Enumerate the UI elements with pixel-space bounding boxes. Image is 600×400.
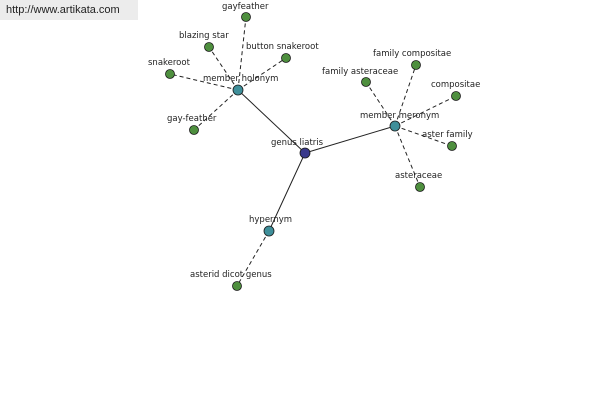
graph-edges <box>169 16 457 287</box>
edge-holonym-blazing <box>208 46 239 91</box>
node-holonym[interactable] <box>232 84 244 96</box>
node-meronym[interactable] <box>389 120 401 132</box>
node-compositae[interactable] <box>451 91 461 101</box>
graph-labels: genus liatris member holonym member merony… <box>148 2 480 280</box>
edge-genus-meronym <box>304 125 396 154</box>
node-label-meronym[interactable]: member meronym <box>360 111 439 121</box>
node-gayfeather[interactable] <box>241 12 251 22</box>
edge-holonym-gayfeather2 <box>193 89 239 131</box>
node-button[interactable] <box>281 53 291 63</box>
edge-holonym-gayfeather <box>237 16 247 91</box>
edge-holonym-button <box>237 57 287 91</box>
node-famcomp[interactable] <box>411 60 421 70</box>
edge-meronym-famcomp <box>394 64 417 127</box>
node-label-genus[interactable]: genus liatris <box>271 138 324 148</box>
node-famast[interactable] <box>361 77 371 87</box>
watermark-url[interactable]: http://www.artikata.com <box>0 0 138 20</box>
node-label-holonym[interactable]: member holonym <box>203 74 278 84</box>
node-asterid[interactable] <box>232 281 242 291</box>
edge-genus-holonym <box>237 89 306 154</box>
node-asteraceae[interactable] <box>415 182 425 192</box>
edge-meronym-famast <box>365 81 396 127</box>
node-genus[interactable] <box>299 147 311 159</box>
graph-nodes <box>165 12 461 291</box>
node-label-gayfeather2[interactable]: gay-feather <box>167 114 217 124</box>
node-gayfeather2[interactable] <box>189 125 199 135</box>
edge-holonym-snakeroot <box>169 73 239 91</box>
edge-hypernym-asterid <box>236 230 270 287</box>
node-asterfam[interactable] <box>447 141 457 151</box>
node-label-asterid[interactable]: asterid dicot genus <box>190 270 272 280</box>
node-hypernym[interactable] <box>263 225 275 237</box>
edge-meronym-asterfam <box>394 125 453 147</box>
node-label-button[interactable]: button snakeroot <box>246 42 319 52</box>
node-label-famcomp[interactable]: family compositae <box>373 49 451 59</box>
node-label-blazing[interactable]: blazing star <box>179 31 229 41</box>
edge-meronym-asteraceae <box>394 125 421 188</box>
node-label-asteraceae[interactable]: asteraceae <box>395 171 442 181</box>
node-label-asterfam[interactable]: aster family <box>422 130 473 140</box>
node-blazing[interactable] <box>204 42 214 52</box>
node-label-gayfeather[interactable]: gayfeather <box>222 2 269 12</box>
node-label-snakeroot[interactable]: snakeroot <box>148 58 191 68</box>
node-label-famast[interactable]: family asteraceae <box>322 67 398 77</box>
edge-genus-hypernym <box>268 152 306 232</box>
edge-meronym-compositae <box>394 95 457 127</box>
node-snakeroot[interactable] <box>165 69 175 79</box>
node-label-hypernym[interactable]: hypernym <box>249 215 292 225</box>
node-label-compositae[interactable]: compositae <box>431 80 480 90</box>
